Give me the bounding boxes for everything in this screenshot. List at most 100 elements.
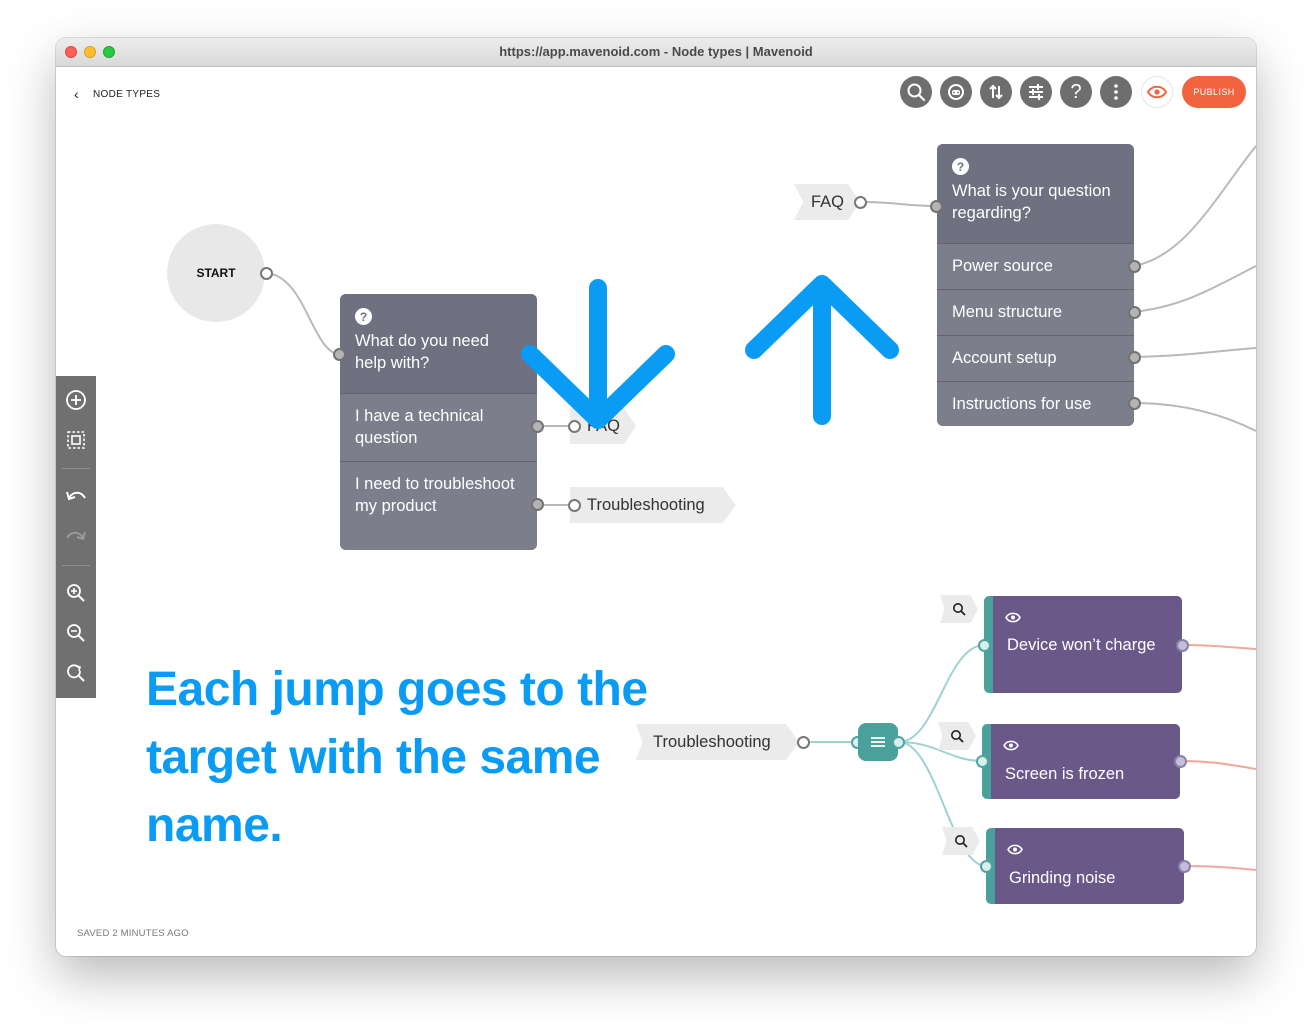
dispatch-node[interactable] <box>858 723 898 761</box>
answer-option[interactable]: Instructions for use <box>937 381 1134 426</box>
symptom-input-port[interactable] <box>978 639 991 652</box>
jump-faq-port[interactable] <box>568 420 581 433</box>
question-icon: ? <box>355 308 372 325</box>
question-text: What is your question regarding? <box>952 182 1111 222</box>
question-icon: ? <box>952 158 969 175</box>
select-area-icon <box>67 431 85 449</box>
publish-button[interactable]: PUBLISH <box>1182 76 1246 108</box>
answer-option[interactable]: Menu structure <box>937 289 1134 335</box>
zoom-reset-icon <box>67 664 85 682</box>
help-button[interactable]: ? <box>1060 76 1092 108</box>
chevron-left-icon: ‹ <box>74 86 79 102</box>
search-tag[interactable] <box>942 827 980 855</box>
symptom-label: Device won’t charge <box>1007 636 1156 654</box>
symptom-output-port[interactable] <box>1174 755 1187 768</box>
zoom-reset-button[interactable] <box>64 661 88 685</box>
answer-option[interactable]: Power source <box>937 243 1134 289</box>
window-title: https://app.mavenoid.com - Node types | … <box>499 44 813 59</box>
toolbar-divider <box>62 565 90 566</box>
jump-troubleshooting-port[interactable] <box>568 499 581 512</box>
preview-eye-icon <box>1147 85 1167 99</box>
search-icon <box>951 730 964 743</box>
search-icon <box>907 83 926 102</box>
annotation-text: Each jump goes to the target with the sa… <box>146 663 648 852</box>
sort-button[interactable] <box>980 76 1012 108</box>
option2-output-port[interactable] <box>531 498 544 511</box>
answer-option[interactable]: I need to troubleshoot my product <box>340 461 537 550</box>
search-icon <box>953 603 966 616</box>
symptom-output-port[interactable] <box>1178 860 1191 873</box>
question1-input-port[interactable] <box>333 348 346 361</box>
question2-input-port[interactable] <box>930 200 943 213</box>
back-to-node-types[interactable]: ‹ NODE TYPES <box>74 86 160 102</box>
maximize-window-button[interactable] <box>103 46 115 58</box>
more-icon <box>1114 84 1118 100</box>
question-text: What do you need help with? <box>355 332 489 372</box>
assistant-button[interactable] <box>940 76 972 108</box>
undo-button[interactable] <box>64 484 88 508</box>
target-tag-faq[interactable]: FAQ <box>794 184 860 220</box>
start-output-port[interactable] <box>260 267 273 280</box>
symptom-node[interactable]: Grinding noise <box>986 828 1184 904</box>
answer-option[interactable]: Account setup <box>937 335 1134 381</box>
jump-tag-troubleshooting[interactable]: Troubleshooting <box>570 487 736 523</box>
target-label: FAQ <box>811 192 845 211</box>
arrow-up-icon <box>745 275 899 425</box>
symptom-node[interactable]: Device won’t charge <box>984 596 1182 693</box>
app-window: https://app.mavenoid.com - Node types | … <box>56 38 1256 956</box>
eye-icon <box>1003 740 1019 751</box>
sort-icon <box>989 84 1003 100</box>
redo-icon <box>66 531 86 541</box>
question-node-help[interactable]: ? What do you need help with? I have a t… <box>340 294 537 550</box>
redo-button[interactable] <box>64 524 88 548</box>
target-label: Troubleshooting <box>653 732 771 751</box>
symptom-output-port[interactable] <box>1176 639 1189 652</box>
search-tag[interactable] <box>940 595 978 623</box>
target-tag-troubleshooting[interactable]: Troubleshooting <box>636 724 799 760</box>
target-faq-port[interactable] <box>854 196 867 209</box>
zoom-in-icon <box>67 584 85 602</box>
jump-label: Troubleshooting <box>587 495 705 514</box>
option-output-port[interactable] <box>1128 306 1141 319</box>
start-node[interactable]: START <box>167 224 265 322</box>
option-output-port[interactable] <box>1128 397 1141 410</box>
search-button[interactable] <box>900 76 932 108</box>
eye-icon <box>1005 612 1021 623</box>
arrow-down-icon <box>521 279 675 429</box>
zoom-out-icon <box>67 624 85 642</box>
select-area-button[interactable] <box>64 428 88 452</box>
back-label: NODE TYPES <box>92 88 161 100</box>
bot-icon <box>948 84 964 100</box>
menu-icon <box>871 737 885 747</box>
zoom-out-button[interactable] <box>64 621 88 645</box>
symptom-input-port[interactable] <box>976 755 989 768</box>
toolbar-divider <box>62 468 90 469</box>
option-output-port[interactable] <box>1128 260 1141 273</box>
symptom-label: Screen is frozen <box>1005 765 1125 783</box>
symptom-label: Grinding noise <box>1009 869 1116 887</box>
symptom-input-port[interactable] <box>980 860 993 873</box>
canvas-toolbar <box>56 376 96 698</box>
preview-button[interactable] <box>1141 76 1173 108</box>
more-button[interactable] <box>1100 76 1132 108</box>
settings-button[interactable] <box>1020 76 1052 108</box>
answer-option[interactable]: I have a technical question <box>340 393 537 461</box>
minimize-window-button[interactable] <box>84 46 96 58</box>
search-tag[interactable] <box>938 722 976 750</box>
eye-icon <box>1007 844 1023 855</box>
question-node-faq[interactable]: ? What is your question regarding? Power… <box>937 144 1134 426</box>
title-bar: https://app.mavenoid.com - Node types | … <box>56 38 1256 67</box>
zoom-in-button[interactable] <box>64 581 88 605</box>
option-output-port[interactable] <box>1128 351 1141 364</box>
dispatch-output-port[interactable] <box>892 736 905 749</box>
undo-icon <box>66 491 86 501</box>
flow-canvas[interactable]: ‹ NODE TYPES ? PU <box>56 66 1256 956</box>
search-icon <box>955 835 968 848</box>
close-window-button[interactable] <box>65 46 77 58</box>
target-troubleshooting-port[interactable] <box>797 736 810 749</box>
help-icon: ? <box>1070 80 1082 103</box>
symptom-node[interactable]: Screen is frozen <box>982 724 1180 799</box>
option1-output-port[interactable] <box>531 420 544 433</box>
add-node-button[interactable] <box>64 388 88 412</box>
sliders-icon <box>1029 84 1043 100</box>
